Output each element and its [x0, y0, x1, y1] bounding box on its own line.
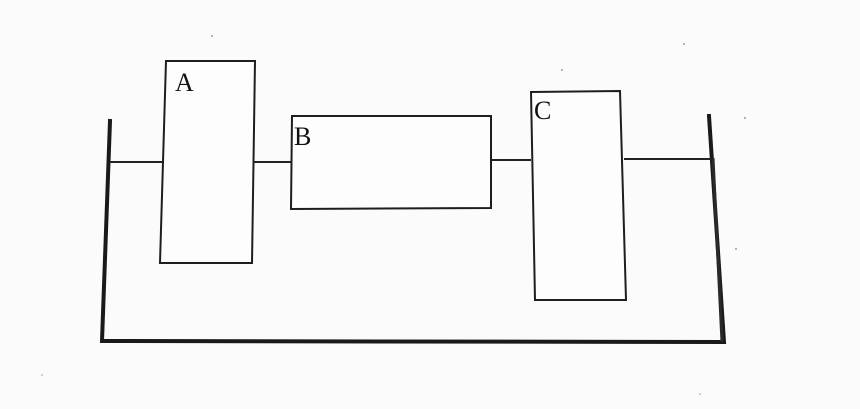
- component-a: A: [158, 60, 257, 264]
- component-a-box: [158, 60, 257, 264]
- component-b-label: B: [294, 122, 311, 151]
- component-c-label: C: [534, 96, 551, 125]
- component-c-box: [529, 89, 628, 301]
- container-right-wall-shadow: [711, 157, 724, 343]
- component-b-box: [289, 115, 492, 211]
- component-b: B: [289, 115, 492, 211]
- component-c: C: [529, 89, 628, 301]
- component-a-label: A: [175, 68, 194, 97]
